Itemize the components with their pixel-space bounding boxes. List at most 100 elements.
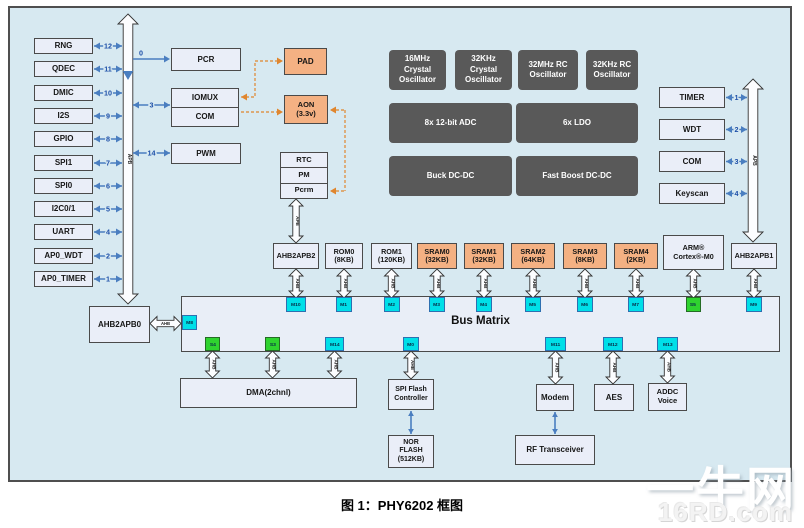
block-rng-label: RNG: [54, 41, 73, 51]
block-power-7: Fast Boost DC-DC: [516, 156, 638, 196]
block-rng: RNG: [34, 38, 93, 54]
block-rom1-label: (120KB): [377, 255, 406, 264]
block-sram0-label: SRAM0: [424, 246, 450, 256]
block-timer-label: TIMER: [679, 92, 705, 102]
port-m2: M2: [383, 297, 400, 312]
block-sram3-label: SRAM3: [572, 246, 598, 256]
block-dma-label: DMA(2chnl): [246, 388, 291, 398]
block-uart-label: UART: [52, 227, 75, 237]
block-i2c0-1-label: I2C0/1: [51, 204, 76, 214]
block-qdec: QDEC: [34, 61, 93, 77]
block-spi0-label: SPI0: [54, 181, 73, 191]
block-power-3-label: 32KHz RC: [592, 59, 632, 69]
block-sram1-label: (32KB): [472, 255, 496, 264]
block-iomux-com: IOMUX COM: [171, 88, 239, 127]
block-pwm: PWM: [171, 143, 241, 164]
block-addc-voice-label: Voice: [657, 396, 678, 405]
port-label: M4: [480, 301, 488, 308]
block-rf-transceiver-label: RF Transceiver: [526, 445, 584, 455]
block-power-6-label: Buck DC-DC: [426, 170, 475, 180]
block-nor-flash-label: NOR: [403, 439, 419, 447]
block-com-label: COM: [682, 156, 702, 166]
port-label: M10: [291, 301, 301, 308]
block-power-4: 8x 12-bit ADC: [389, 103, 512, 143]
block-com: COM: [659, 151, 725, 172]
block-pcr-label: PCR: [197, 54, 215, 64]
block-sram0: SRAM0(32KB): [417, 243, 457, 269]
block-wdt: WDT: [659, 119, 725, 140]
block-rom1-label: ROM1: [381, 246, 402, 256]
block-ahb2apb2: AHB2APB2: [273, 243, 319, 269]
block-ahb2apb1-label: AHB2APB1: [734, 250, 774, 260]
block-rtc-pm-pcrm-cell: Pcrm: [281, 182, 327, 198]
block-pcr: PCR: [171, 48, 241, 71]
block-power-0-label: 16MHz: [404, 54, 431, 64]
port-s5: S5: [685, 297, 701, 312]
block-sram3-label: (8KB): [575, 255, 595, 264]
block-sram1-label: SRAM1: [471, 246, 497, 256]
block-rtc-pm-pcrm-cell: RTC: [296, 154, 312, 164]
block-i2s-label: I2S: [57, 111, 70, 121]
block-power-6: Buck DC-DC: [389, 156, 512, 196]
block-modem: Modem: [536, 384, 574, 411]
block-spi1-label: SPI1: [54, 158, 73, 168]
block-sram2-label: (64KB): [521, 255, 545, 264]
block-pwm-label: PWM: [196, 148, 216, 158]
block-arm-label: Cortex®-M0: [673, 251, 714, 261]
block-rom1: ROM1(120KB): [371, 243, 412, 269]
bus-matrix-label: Bus Matrix: [451, 315, 510, 327]
port-m1: M1: [336, 297, 352, 312]
block-ap0-timer-label: AP0_TIMER: [41, 274, 86, 284]
port-label: S5: [689, 301, 697, 308]
port-label: M2: [388, 301, 395, 308]
block-ahb2apb0: AHB2APB0: [89, 306, 150, 343]
block-gpio-label: GPIO: [53, 134, 74, 144]
block-sram4-label: (2KB): [626, 255, 646, 264]
port-m12: M12: [603, 337, 623, 351]
block-iomux-com-cell: IOMUX: [191, 93, 219, 103]
block-ap0-wdt-label: AP0_WDT: [44, 251, 83, 261]
port-s4: S4: [205, 337, 220, 351]
block-power-0-label: Crystal: [403, 64, 432, 74]
block-sram2: SRAM2(64KB): [511, 243, 555, 269]
port-m8: M8: [182, 315, 197, 330]
port-s3: S3: [265, 337, 280, 351]
block-iomux-com-cell: COM: [172, 107, 238, 126]
port-label: S4: [209, 341, 216, 347]
block-arm: ARM®Cortex®-M0: [663, 235, 724, 270]
block-ap0-wdt: AP0_WDT: [34, 248, 93, 264]
port-label: M0: [407, 341, 415, 347]
block-sram0-label: (32KB): [425, 255, 449, 264]
port-label: M11: [550, 341, 561, 347]
port-label: M1: [340, 301, 348, 308]
block-qdec-label: QDEC: [51, 64, 76, 74]
block-wdt-label: WDT: [682, 124, 702, 134]
port-label: S3: [269, 341, 276, 347]
block-power-5-label: 6x LDO: [562, 117, 591, 127]
block-power-4-label: 8x 12-bit ADC: [424, 117, 477, 127]
block-power-1-label: Crystal: [469, 64, 498, 74]
block-ap0-timer: AP0_TIMER: [34, 271, 93, 287]
block-sram4: SRAM4(2KB): [614, 243, 658, 269]
port-m7: M7: [628, 297, 644, 312]
block-timer: TIMER: [659, 87, 725, 108]
port-m4: M4: [476, 297, 492, 312]
port-m13: M13: [657, 337, 678, 351]
block-addc-voice-label: ADDC: [656, 387, 679, 397]
port-label: M3: [433, 301, 441, 308]
block-aon: AON(3.3v): [284, 95, 328, 124]
block-nor-flash-label: FLASH: [399, 447, 423, 455]
port-m14: M14: [325, 337, 344, 351]
block-power-1-label: 32KHz: [471, 54, 496, 64]
block-arm-label: ARM®: [682, 243, 705, 253]
block-spi0: SPI0: [34, 178, 93, 194]
block-ahb2apb2-label: AHB2APB2: [276, 250, 316, 260]
block-spi-flash-controller-label: Controller: [394, 394, 428, 402]
port-m0: M0: [403, 337, 419, 351]
block-gpio: GPIO: [34, 131, 93, 147]
block-power-0-label: Oscillator: [399, 75, 436, 85]
